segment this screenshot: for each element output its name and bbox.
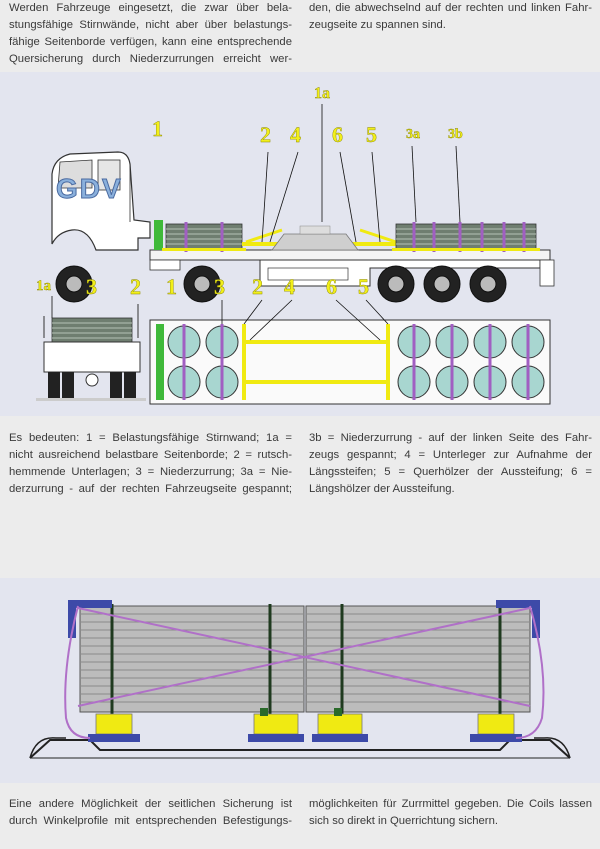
text-line: den, die abwechselnd auf der rechten und… <box>309 2 592 14</box>
label-2-top: 2 <box>130 274 141 299</box>
text-line: nicht ausreichend belastbare Seitenborde… <box>9 449 292 461</box>
text-line: möglichkeiten für Zurrmittel gegeben. Di… <box>309 798 592 810</box>
truck-wheels <box>55 265 507 303</box>
label-3-top: 3 <box>86 274 97 299</box>
outro-left-paragraph: Eine andere Möglichkeit der seitlichen S… <box>9 796 292 830</box>
text-line: hemmende Unterlagen; 3 = Niederzurrung; … <box>9 466 292 478</box>
label-6-top-plan: 6 <box>326 274 337 299</box>
text-line: Längshölzer der Aussteifung. <box>309 483 455 495</box>
label-1a: 1a <box>314 85 330 102</box>
text-line: zeugs gespannt; 4 = Unterleger zur Aufna… <box>309 449 592 461</box>
intro-right-paragraph: den, die abwechselnd auf der rechten und… <box>309 0 592 34</box>
label-3b: 3b <box>448 127 463 142</box>
text-line: Quersicherung durch Niederzurrungen erre… <box>9 53 292 65</box>
outro-right-paragraph: möglichkeiten für Zurrmittel gegeben. Di… <box>309 796 592 830</box>
text-line: Werden Fahrzeuge eingesetzt, die zwar üb… <box>9 2 292 14</box>
angle-profile-panel <box>0 578 600 783</box>
text-line: fähige Seitenborde verfügen, kann eine e… <box>9 36 292 48</box>
side-view-truck: GDV <box>51 85 555 303</box>
coil-bundle-left <box>79 605 305 713</box>
legend-left-paragraph: Es bedeuten: 1 = Belastungsfähige Stirnw… <box>9 430 292 498</box>
coil-group-rear <box>392 222 540 252</box>
label-2: 2 <box>260 122 271 147</box>
label-3-top-plan: 3 <box>214 274 225 299</box>
text-line: zeugseite zu spannen sind. <box>309 19 446 31</box>
legend-right-paragraph: 3b = Niederzurrung - auf der linken Seit… <box>309 430 592 498</box>
text-line: Längssteifen; 5 = Querhölzer der Ausstei… <box>309 466 592 478</box>
coil-group-front <box>162 222 246 252</box>
top-view: 1a 3 2 1 3 2 4 6 5 <box>36 274 551 405</box>
timber-supports <box>88 708 522 742</box>
label-4: 4 <box>290 122 301 147</box>
text-line: 3b = Niederzurrung - auf der linken Seit… <box>309 432 592 444</box>
text-line: stungsfähige Stirnwände, nicht aber über… <box>9 19 292 31</box>
label-3a: 3a <box>406 127 420 142</box>
truck-diagram: GDV <box>36 85 555 405</box>
label-4-top-plan: 4 <box>284 274 295 299</box>
stirnwand-plan <box>156 324 164 400</box>
label-1a-top: 1a <box>36 278 52 294</box>
stirnwand <box>154 220 163 250</box>
text-line: derzurrung - auf der rechten Fahrzeugsei… <box>9 483 292 495</box>
label-5: 5 <box>366 122 377 147</box>
rear-view-trailer <box>36 304 146 401</box>
intro-left-paragraph: Werden Fahrzeuge eingesetzt, die zwar üb… <box>9 0 292 68</box>
text-line: Es bedeuten: 1 = Belastungsfähige Stirnw… <box>9 432 292 444</box>
label-1-top: 1 <box>166 274 177 299</box>
text-line: durch Winkelprofile mit entsprechenden B… <box>9 815 292 827</box>
lashings <box>64 605 545 739</box>
label-5-top-plan: 5 <box>358 274 369 299</box>
text-line: sich so direkt in Querrichtung sichern. <box>309 815 498 827</box>
gdv-logo-text: GDV <box>56 173 123 204</box>
label-6: 6 <box>332 122 343 147</box>
truck-diagram-panel: GDV <box>0 72 600 416</box>
angle-profile-diagram <box>29 600 571 759</box>
coil-bundle-right <box>305 605 531 713</box>
label-1: 1 <box>152 116 163 141</box>
text-line: Eine andere Möglichkeit der seitlichen S… <box>9 798 292 810</box>
label-2-top-plan: 2 <box>252 274 263 299</box>
